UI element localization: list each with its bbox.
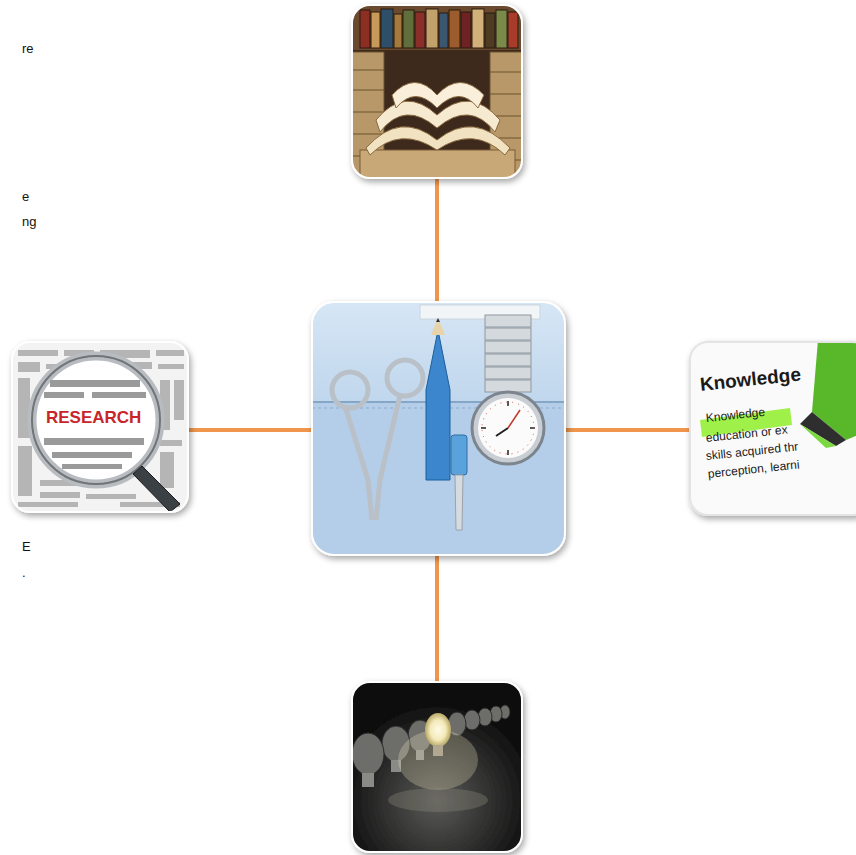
bulbs-tile (352, 682, 522, 852)
knowledge-tile (690, 340, 856, 515)
cropped-text: E (22, 540, 31, 555)
nurse-pocket-tile (312, 302, 565, 555)
cropped-text: re (22, 42, 34, 57)
research-word: RESEARCH (46, 408, 141, 428)
cropped-text: ng (22, 215, 36, 230)
cropped-text: . (22, 566, 26, 581)
research-tile (12, 342, 188, 512)
books-tile (352, 5, 522, 178)
hub-lines (188, 178, 690, 682)
cropped-text: e (22, 190, 29, 205)
